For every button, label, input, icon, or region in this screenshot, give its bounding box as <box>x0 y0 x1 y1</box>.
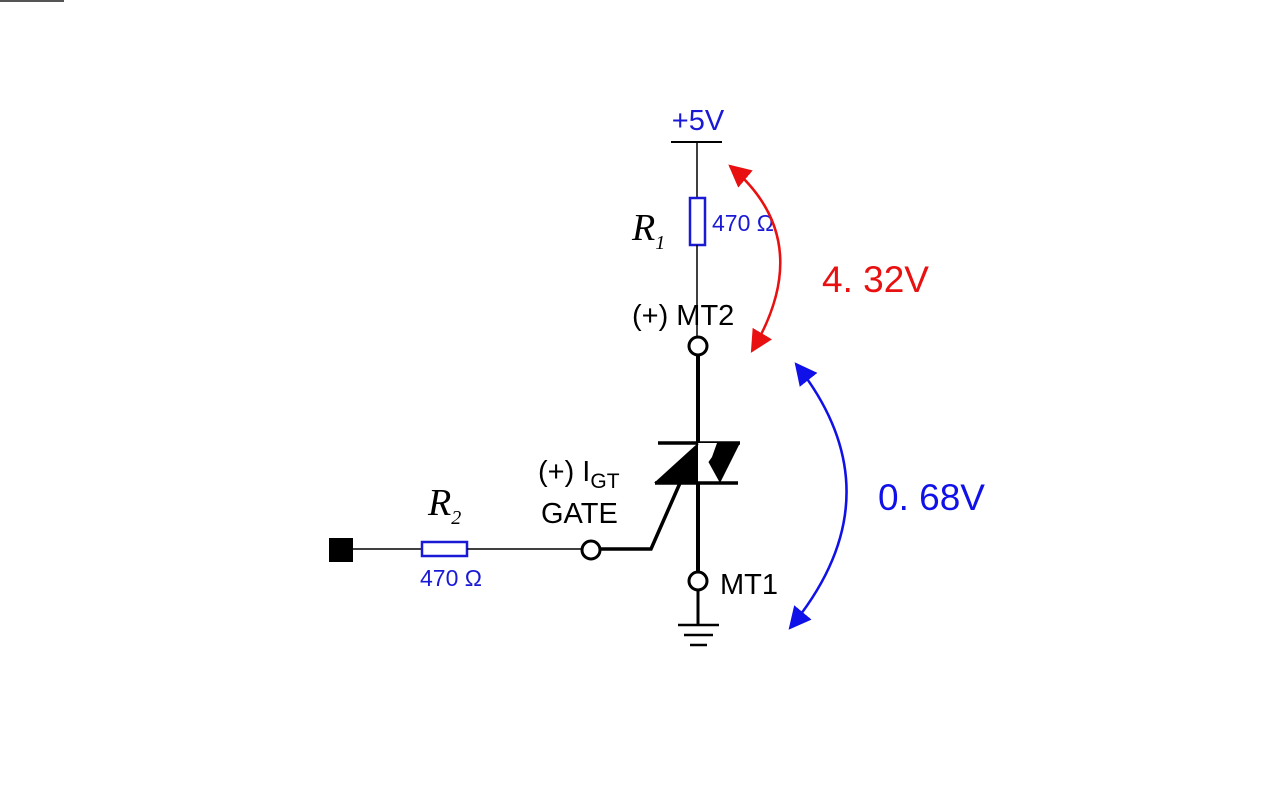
wire-gate-lead <box>600 482 682 551</box>
r1-drop-arrow <box>728 164 782 353</box>
supply-label: +5V <box>672 105 725 137</box>
gate-terminal <box>580 539 602 561</box>
triac-symbol <box>654 441 740 485</box>
gate-label: GATE <box>541 498 618 530</box>
mt1-label: MT1 <box>720 569 778 601</box>
r2-label: R2 <box>427 482 461 529</box>
input-terminal <box>329 538 353 562</box>
r1-drop-label: 4. 32V <box>822 259 929 300</box>
corner-mark <box>0 0 64 2</box>
r2-value: 470 Ω <box>420 565 482 591</box>
r1-label: R1 <box>631 207 665 254</box>
r1-value: 470 Ω <box>712 210 774 236</box>
mt2-terminal <box>687 335 709 357</box>
ground-icon <box>678 623 719 647</box>
mt2-label: (+) MT2 <box>632 300 734 332</box>
mt1-terminal <box>687 570 709 592</box>
triac-drop-arrow <box>788 362 848 630</box>
r2-resistor <box>420 540 469 558</box>
triac-drop-label: 0. 68V <box>878 477 985 518</box>
gate-current-label: (+) IGT <box>538 456 620 493</box>
r1-resistor <box>688 196 707 247</box>
